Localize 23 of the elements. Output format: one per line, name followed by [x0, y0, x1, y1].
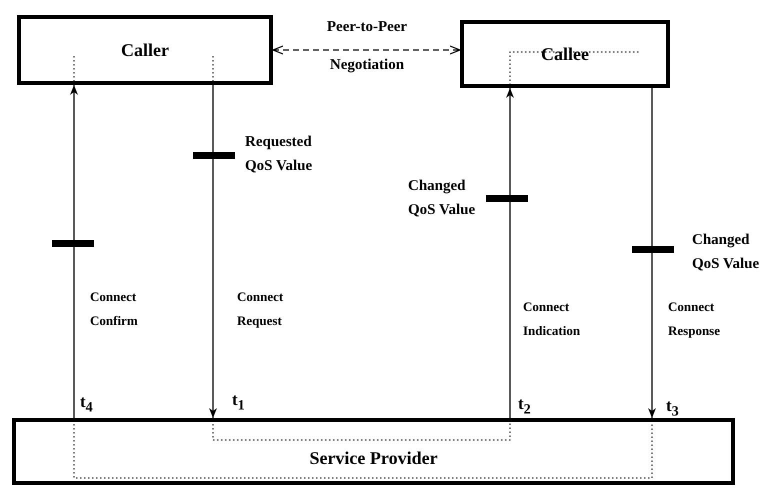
qos-label: Changed QoS Value [692, 231, 760, 274]
process-box [12, 418, 735, 485]
edge-label: Peer-to-Peer Negotiation [326, 18, 408, 75]
node-label: Service Provider [309, 448, 438, 469]
process-box [460, 20, 670, 88]
arrow [70, 85, 78, 418]
edge-label: Connect Request [237, 288, 284, 330]
time-label: t$_{3}$ [666, 395, 679, 422]
time-label: t$_{1}$ [232, 389, 245, 416]
time-label: t$_{4}$ [80, 391, 93, 418]
edge-label: Connect Confirm [90, 288, 139, 330]
dashed-arrow [272, 45, 461, 55]
arrow [648, 88, 656, 418]
arrow [506, 88, 514, 418]
process-box [17, 15, 273, 85]
qos-label: Changed QoS Value [408, 177, 476, 220]
node-label: Callee [541, 44, 589, 64]
time-label: t$_{2}$ [518, 393, 531, 420]
arrow [209, 85, 217, 418]
edge-label: Connect Indication [523, 298, 582, 340]
node-label: Caller [121, 40, 169, 60]
qos-label: Requested QoS Value [245, 133, 314, 176]
edge-label: Connect Response [668, 298, 722, 340]
